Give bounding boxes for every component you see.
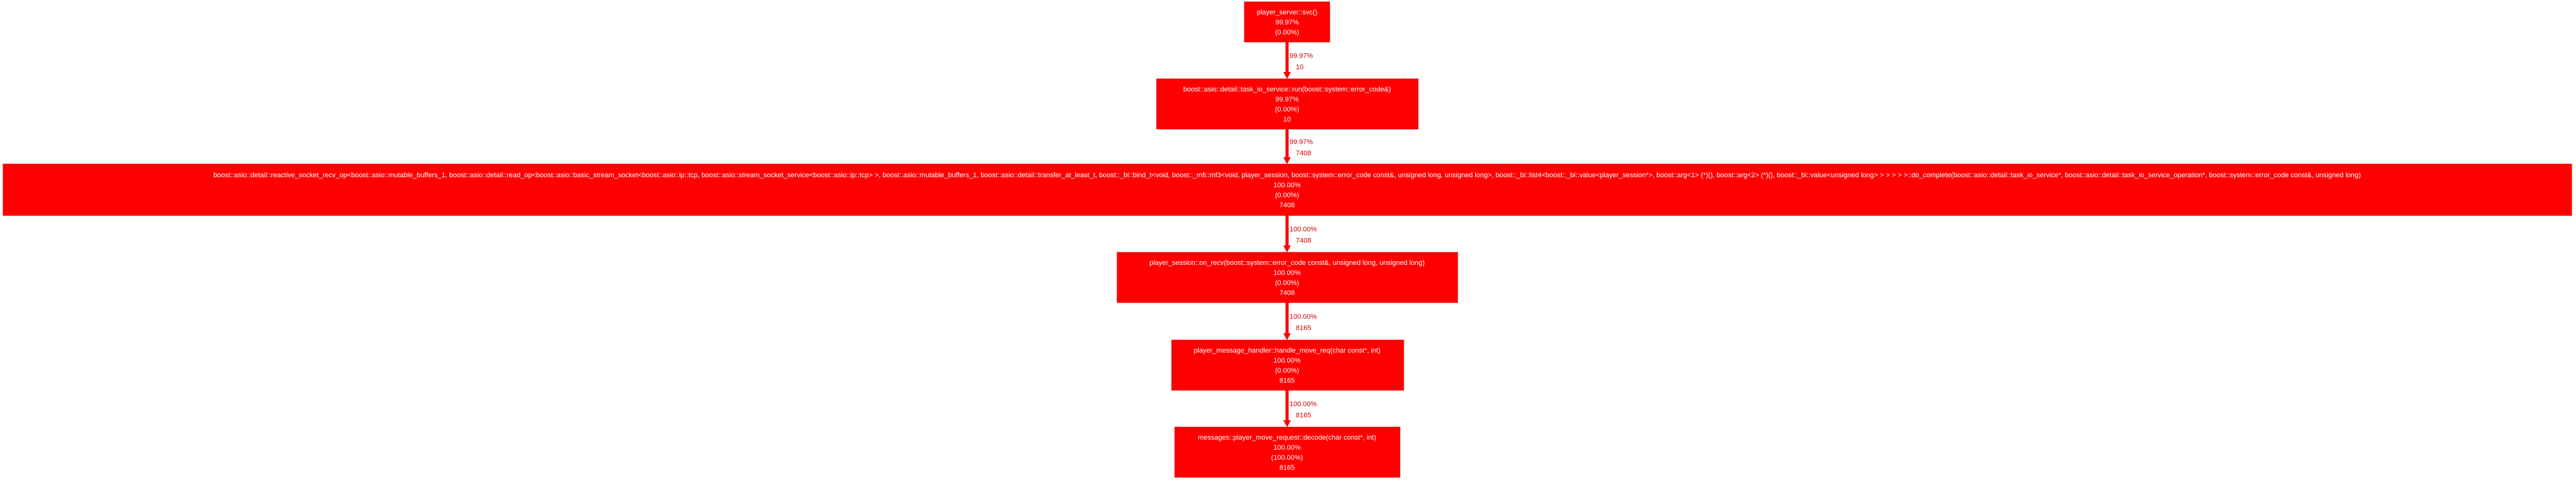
node-function-name: player_session::on_recv(boost::system::e…	[1149, 259, 1424, 267]
call-graph-edge[interactable]: 100.00% 7408	[1283, 215, 1317, 252]
edge-arrowhead-icon	[1283, 333, 1291, 340]
node-self-percent: (0.00%)	[1275, 279, 1300, 287]
node-function-name: player_message_handler::handle_move_req(…	[1194, 347, 1380, 354]
node-function-name: player_server::svc()	[1257, 9, 1318, 16]
node-function-name: boost::asio::detail::reactive_socket_rec…	[213, 172, 2360, 179]
edge-arrowhead-icon	[1283, 157, 1291, 164]
node-self-percent: (0.00%)	[1275, 367, 1300, 375]
node-sample-count: 8165	[1280, 464, 1295, 472]
edge-percent-label: 100.00%	[1290, 313, 1317, 321]
node-self-percent: (0.00%)	[1275, 106, 1300, 113]
call-graph-edge[interactable]: 100.00% 8165	[1283, 390, 1317, 427]
nodes-layer: player_server::svc()99.97%(0.00%)boost::…	[3, 1, 2572, 478]
call-graph-node[interactable]: player_message_handler::handle_move_req(…	[1171, 339, 1404, 391]
edge-percent-label: 100.00%	[1290, 401, 1317, 408]
edge-sample-label: 7408	[1296, 237, 1311, 245]
node-sample-count: 10	[1283, 116, 1291, 123]
edge-sample-label: 10	[1296, 64, 1303, 71]
edge-percent-label: 99.97%	[1290, 138, 1313, 146]
edge-percent-label: 99.97%	[1290, 53, 1313, 60]
call-graph-node[interactable]: player_server::svc()99.97%(0.00%)	[1244, 1, 1330, 43]
edges-layer: 99.97% 10 99.97% 7408 100.00% 7408 100.00% 8165…	[1283, 42, 1317, 427]
node-total-percent: 99.97%	[1275, 19, 1299, 26]
node-sample-count: 7408	[1280, 289, 1295, 297]
call-graph-node[interactable]: messages::player_move_request::decode(ch…	[1174, 427, 1401, 478]
edge-sample-label: 8165	[1296, 412, 1311, 420]
node-function-name: boost::asio::detail::task_io_service::ru…	[1183, 86, 1391, 93]
node-total-percent: 99.97%	[1275, 96, 1299, 103]
edge-arrowhead-icon	[1283, 420, 1291, 427]
node-box	[1156, 78, 1419, 130]
call-graph-node[interactable]: boost::asio::detail::reactive_socket_rec…	[3, 163, 2572, 216]
edge-arrowhead-icon	[1283, 72, 1291, 79]
call-graph-edge[interactable]: 99.97% 10	[1283, 42, 1313, 79]
node-function-name: messages::player_move_request::decode(ch…	[1198, 434, 1376, 442]
node-total-percent: 100.00%	[1273, 357, 1301, 365]
node-self-percent: (100.00%)	[1271, 454, 1303, 462]
node-box	[1117, 252, 1458, 303]
node-self-percent: (0.00%)	[1275, 29, 1300, 36]
node-total-percent: 100.00%	[1273, 444, 1301, 452]
edge-arrowhead-icon	[1283, 246, 1291, 252]
call-graph-edge[interactable]: 100.00% 8165	[1283, 303, 1317, 340]
node-sample-count: 7408	[1280, 202, 1295, 209]
edge-sample-label: 7408	[1296, 150, 1311, 157]
call-graph-edge[interactable]: 99.97% 7408	[1283, 129, 1313, 164]
edge-sample-label: 8165	[1296, 324, 1311, 332]
node-total-percent: 100.00%	[1273, 269, 1301, 277]
node-self-percent: (0.00%)	[1275, 192, 1300, 199]
node-box	[1171, 339, 1404, 391]
node-sample-count: 8165	[1280, 377, 1295, 385]
node-total-percent: 100.00%	[1273, 182, 1301, 189]
node-box	[1244, 1, 1330, 43]
call-graph-node[interactable]: boost::asio::detail::task_io_service::ru…	[1156, 78, 1419, 130]
node-box	[3, 163, 2572, 216]
edge-percent-label: 100.00%	[1290, 226, 1317, 234]
node-box	[1174, 427, 1401, 478]
call-graph-node[interactable]: player_session::on_recv(boost::system::e…	[1117, 252, 1458, 303]
